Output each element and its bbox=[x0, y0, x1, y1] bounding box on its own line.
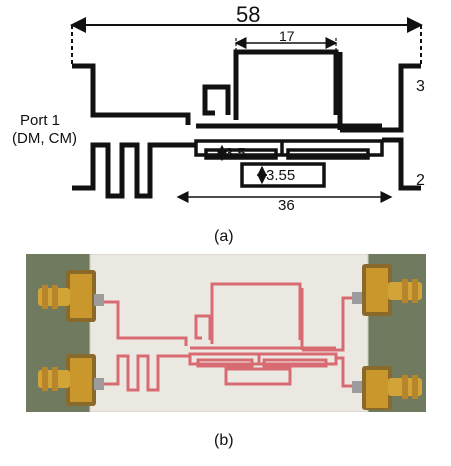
dimension-total-label: 58 bbox=[236, 2, 261, 27]
copper-traces bbox=[101, 282, 356, 392]
prototype-drawing bbox=[38, 254, 422, 412]
dimension-gap-upper-label: 3.5 bbox=[225, 145, 246, 162]
port-label-modes: (DM, CM) bbox=[12, 130, 77, 147]
panel-a-caption: (a) bbox=[214, 228, 234, 245]
dimension-inner-label: 36 bbox=[278, 197, 295, 214]
sma-connector-bottom-left bbox=[38, 354, 104, 406]
layout-schematic bbox=[70, 17, 423, 203]
dimension-gap-lower-label: 3.55 bbox=[266, 167, 296, 184]
dimension-bottom-label: 2 bbox=[416, 172, 425, 189]
sma-connector-top-left bbox=[38, 270, 104, 322]
port-label-name: Port 1 bbox=[20, 112, 61, 129]
sma-connector-bottom-right bbox=[352, 366, 422, 410]
dimension-top-label: 17 bbox=[279, 28, 295, 44]
panel-b-caption: (b) bbox=[214, 432, 234, 449]
dimension-side-label: 3 bbox=[416, 78, 425, 95]
coupled-resonators bbox=[194, 139, 384, 188]
prototype-photo bbox=[26, 254, 426, 412]
microstrip-traces bbox=[72, 49, 421, 199]
sma-connector-top-right bbox=[352, 264, 422, 316]
